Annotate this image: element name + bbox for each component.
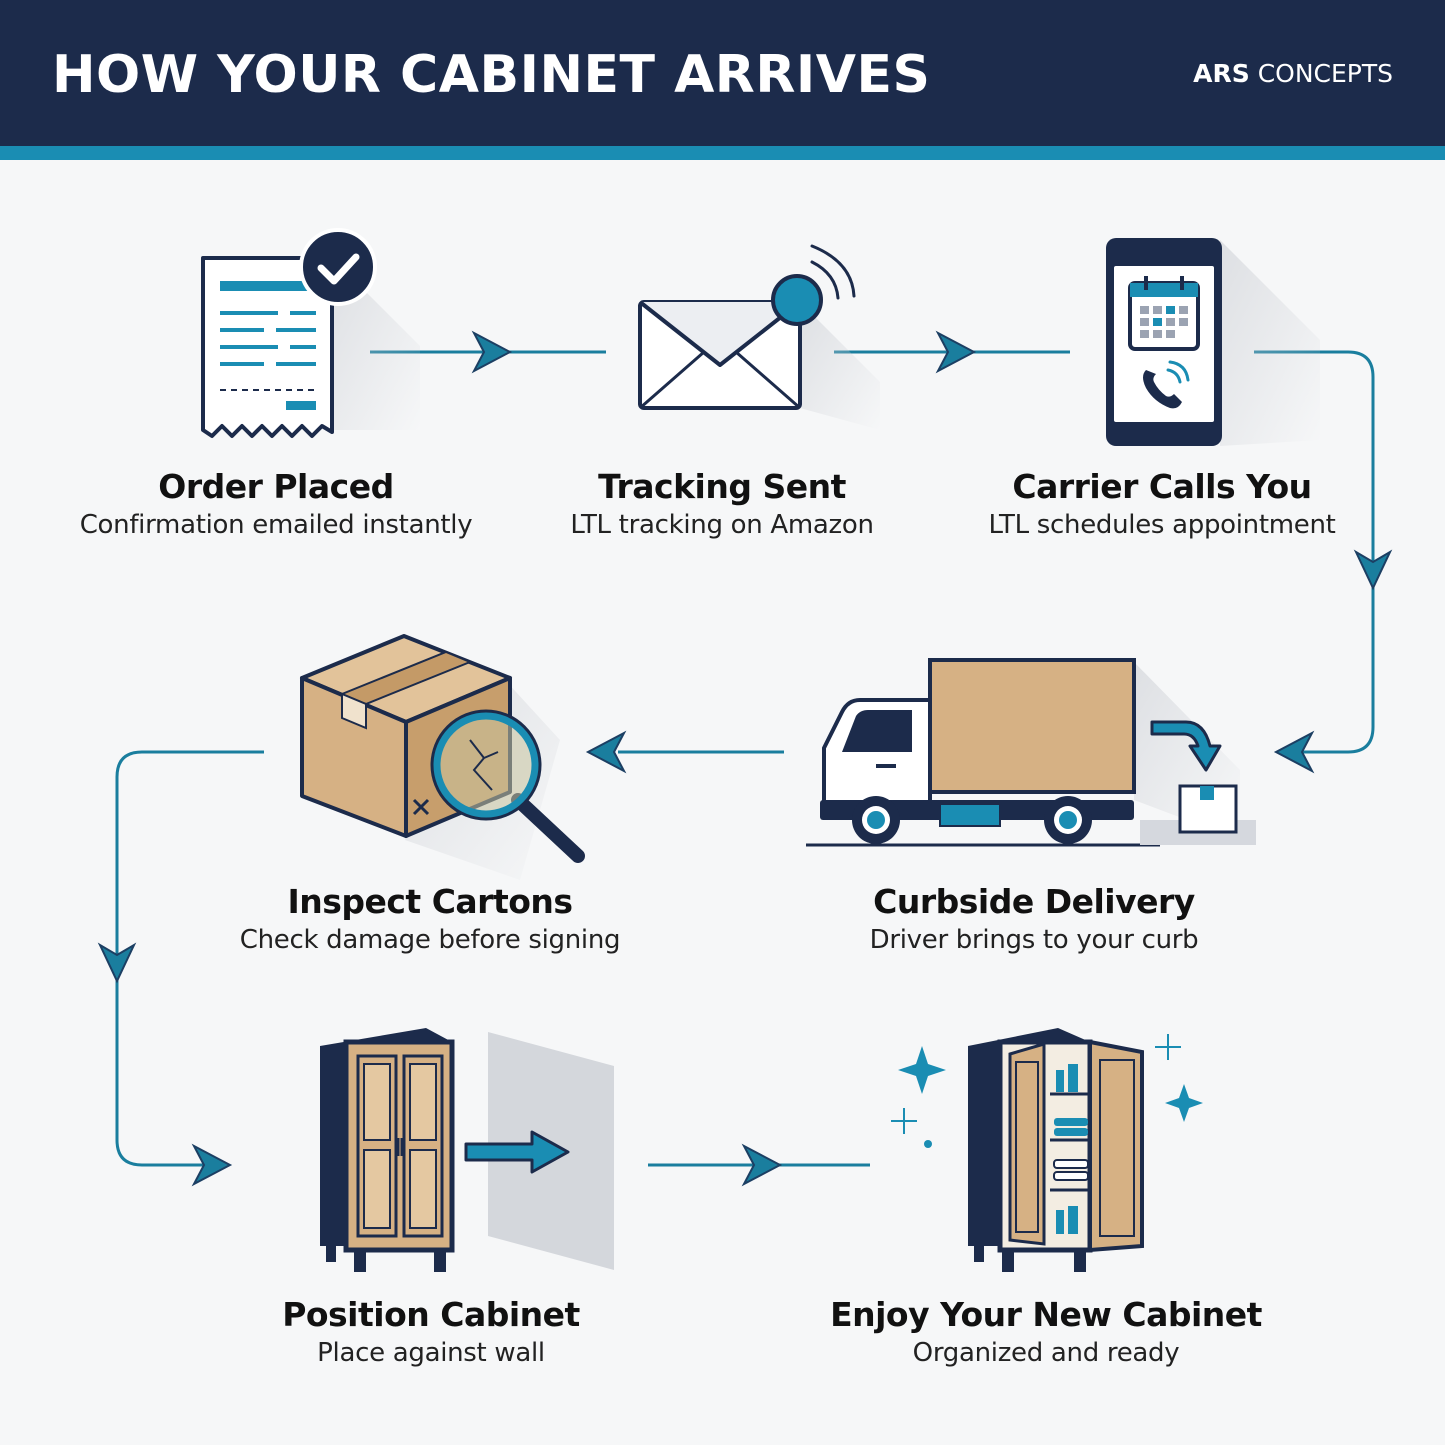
- phone-handset-icon: [1143, 370, 1182, 409]
- sparkle-icons: [898, 1046, 1203, 1148]
- push-arrow-icon: [464, 1130, 570, 1174]
- step-enjoy-your-new-cabinet: Enjoy Your New Cabinet Organized and rea…: [786, 1294, 1306, 1370]
- step-title: Inspect Cartons: [287, 882, 573, 921]
- connector-3-5: [1254, 350, 1375, 754]
- arrowhead-right-1: [471, 330, 513, 374]
- step-subtitle: Organized and ready: [912, 1338, 1180, 1368]
- header-accent-stripe: [0, 146, 1445, 160]
- step-title: Position Cabinet: [282, 1295, 580, 1334]
- notification-dot-icon: [771, 274, 823, 326]
- arrowhead-down-2: [97, 942, 137, 984]
- connector-4-6: [115, 750, 264, 1167]
- step-subtitle: Driver brings to your curb: [869, 925, 1199, 955]
- cabinet-wall-icon: [320, 1028, 614, 1272]
- step-subtitle: Confirmation emailed instantly: [79, 510, 473, 540]
- check-badge-icon: [299, 228, 377, 306]
- brand-name-bold: ARS: [1193, 59, 1250, 88]
- step-tracking-sent: Tracking Sent LTL tracking on Amazon: [462, 466, 982, 542]
- step-title: Carrier Calls You: [1012, 467, 1312, 506]
- box-magnifier-icon: [300, 634, 585, 880]
- step-order-placed: Order Placed Confirmation emailed instan…: [16, 466, 536, 542]
- step-subtitle: Check damage before signing: [239, 925, 621, 955]
- envelope-notification-icon: [638, 244, 880, 430]
- step-curbside-delivery: Curbside Delivery Driver brings to your …: [774, 881, 1294, 957]
- step-title: Enjoy Your New Cabinet: [830, 1295, 1262, 1334]
- phone-calendar-icon: [1106, 238, 1320, 446]
- step-title: Tracking Sent: [598, 467, 846, 506]
- header-banner: [0, 0, 1445, 146]
- delivery-truck-icon: [806, 658, 1256, 847]
- arrowhead-down-1: [1353, 549, 1393, 591]
- page-title: HOW YOUR CABINET ARRIVES: [52, 45, 931, 105]
- step-subtitle: LTL schedules appointment: [988, 510, 1336, 540]
- step-subtitle: Place against wall: [317, 1338, 545, 1368]
- step-title: Order Placed: [158, 467, 394, 506]
- brand-name-light: CONCEPTS: [1249, 59, 1393, 88]
- step-carrier-calls-you: Carrier Calls You LTL schedules appointm…: [902, 466, 1422, 542]
- step-title: Curbside Delivery: [873, 882, 1195, 921]
- unload-arrow-icon: [1150, 720, 1222, 772]
- open-cabinet-icon: [891, 1028, 1203, 1272]
- brand-logo-text: ARS CONCEPTS: [1193, 58, 1393, 90]
- receipt-check-icon: [201, 228, 420, 438]
- step-position-cabinet: Position Cabinet Place against wall: [171, 1294, 691, 1370]
- arrowhead-right-3: [191, 1143, 233, 1187]
- flow-arrowheads: [97, 330, 1393, 1187]
- arrowhead-right-4: [741, 1143, 783, 1187]
- step-inspect-cartons: Inspect Cartons Check damage before sign…: [170, 881, 690, 957]
- arrowhead-left-1: [1273, 730, 1315, 774]
- arrowhead-left-2: [585, 730, 627, 774]
- step-subtitle: LTL tracking on Amazon: [570, 510, 874, 540]
- arrowhead-right-2: [935, 330, 977, 374]
